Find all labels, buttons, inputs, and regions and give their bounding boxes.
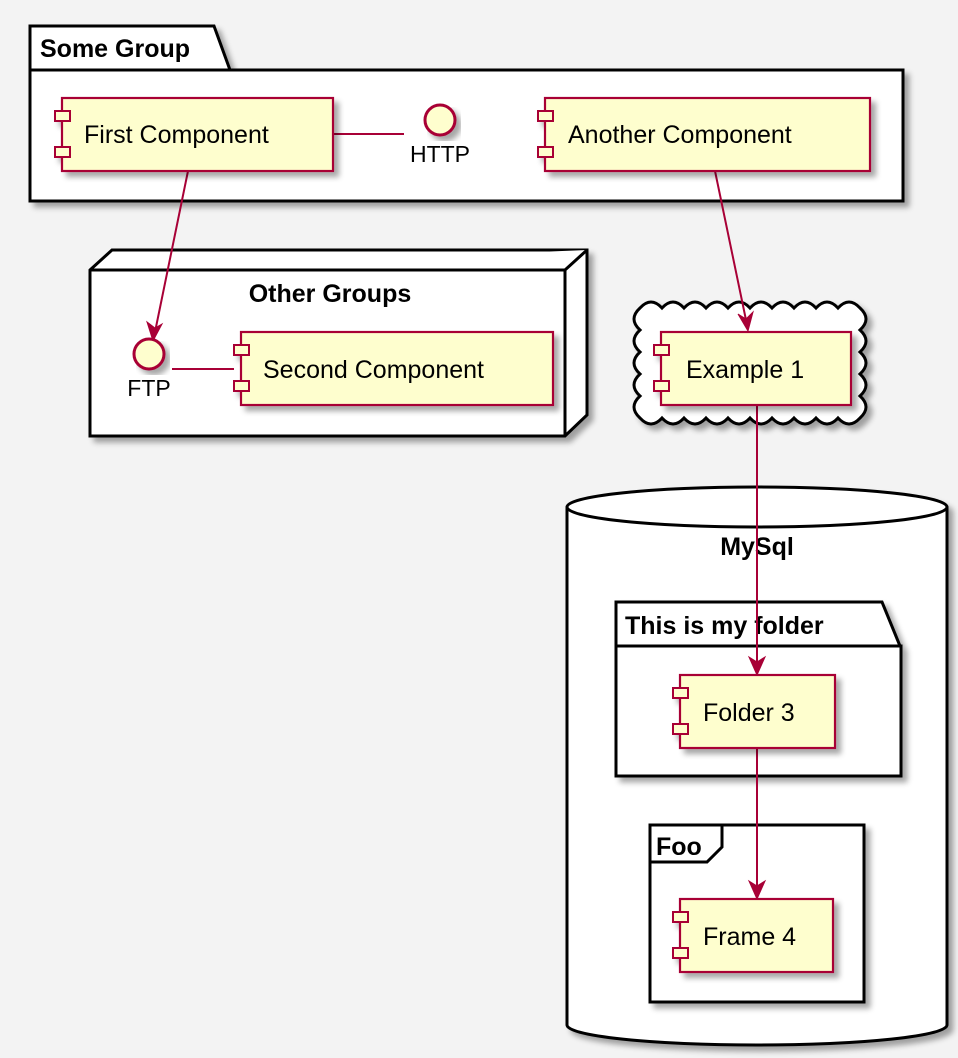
component-example1[interactable] (653, 330, 853, 407)
interface-http[interactable] (423, 103, 457, 137)
interface-ftp[interactable] (132, 337, 166, 371)
component-another-label: Another Component (568, 121, 792, 149)
component-folder3[interactable] (672, 673, 837, 750)
component-second[interactable] (233, 330, 555, 407)
arrow-example-to-folder3-head (747, 655, 767, 677)
interface-http-label: HTTP (410, 141, 470, 167)
frame-foo-label: Foo (656, 833, 702, 861)
component-frame4[interactable] (672, 897, 835, 974)
component-first[interactable] (54, 96, 335, 173)
arrow-folder3-to-frame4-head (747, 879, 767, 901)
node-other-groups-label: Other Groups (249, 280, 412, 308)
arrow-another-to-example-head (737, 310, 754, 333)
component-second-label: Second Component (263, 356, 484, 384)
component-first-label: First Component (84, 121, 269, 149)
component-frame4-label: Frame 4 (703, 923, 796, 951)
component-another[interactable] (537, 96, 872, 173)
component-example1-label: Example 1 (686, 356, 804, 384)
package-folder-label: This is my folder (625, 612, 824, 640)
arrow-first-to-ftp-head (146, 320, 164, 343)
arrow-another-to-example (714, 170, 747, 321)
package-some-group-label: Some Group (40, 35, 190, 63)
component-folder3-label: Folder 3 (703, 699, 795, 727)
interface-ftp-label: FTP (127, 375, 170, 401)
arrow-first-to-ftp (154, 170, 189, 333)
